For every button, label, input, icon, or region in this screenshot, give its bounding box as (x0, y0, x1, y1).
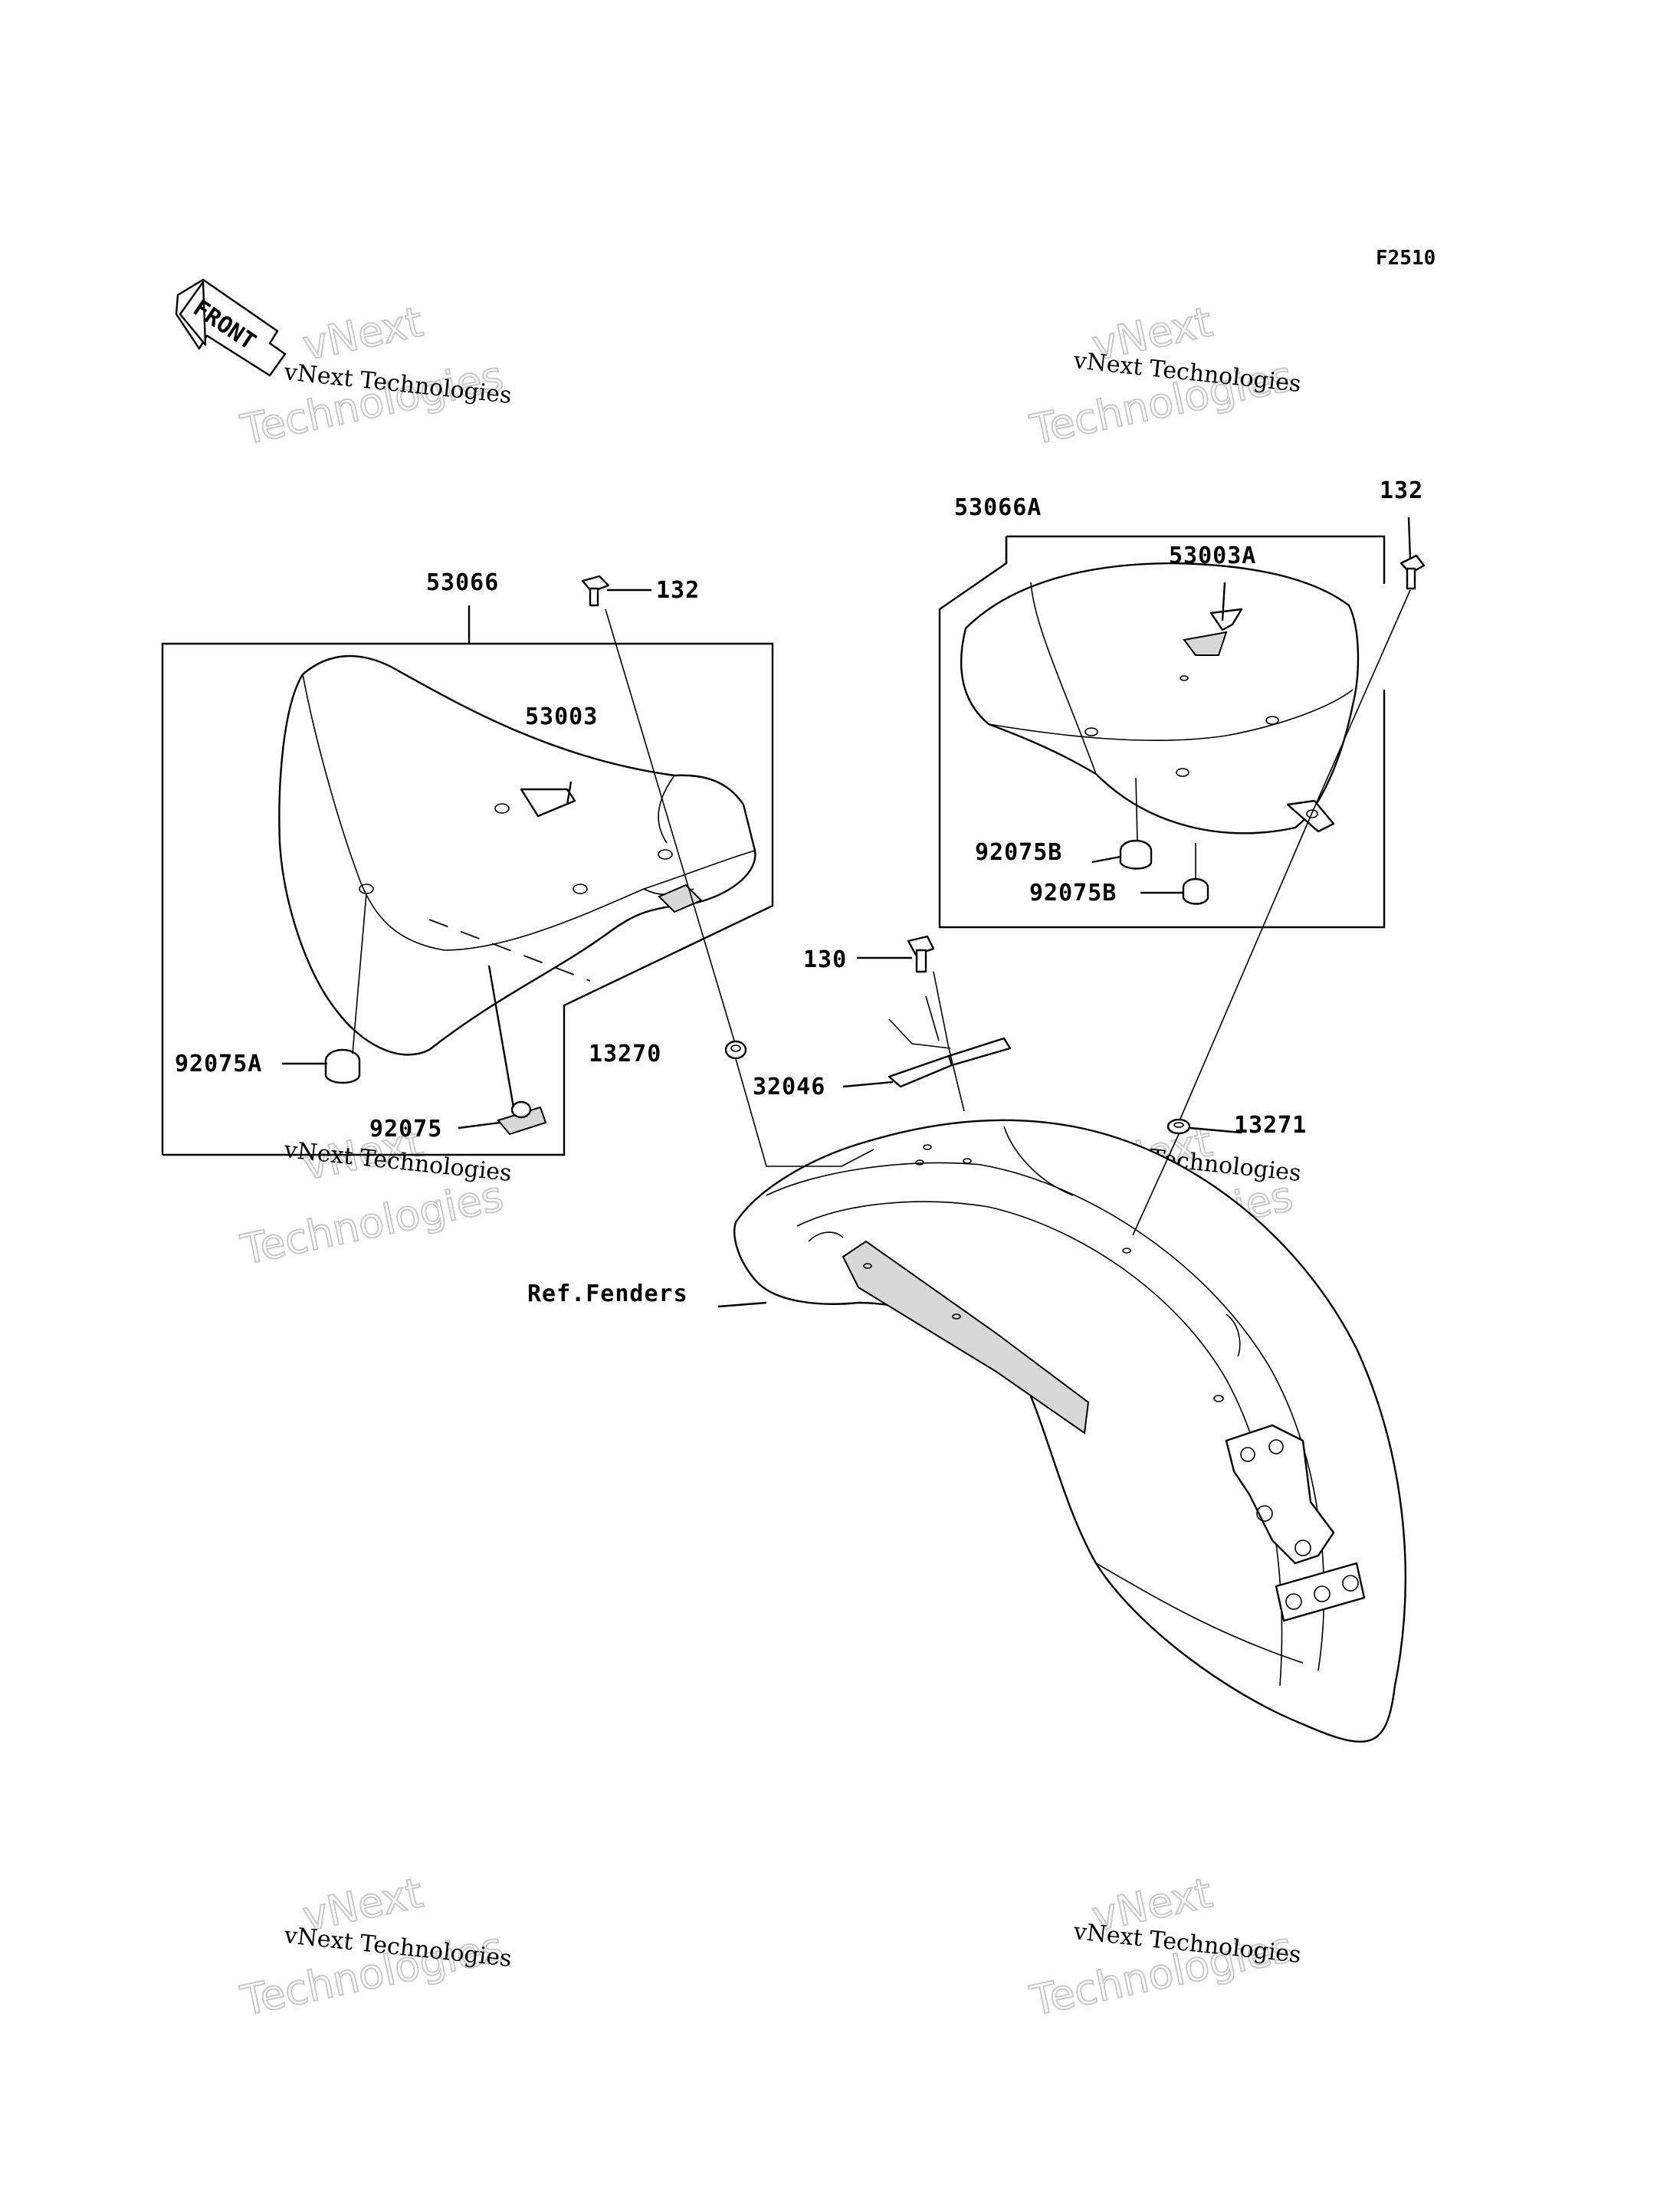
part-label-53066A: 53066A (954, 494, 1042, 521)
watermark-big-top: vNext (299, 297, 427, 369)
damper-92075B-lower-icon (1182, 877, 1209, 905)
part-label-13271: 13271 (1234, 1112, 1307, 1139)
right-seat (960, 562, 1360, 835)
bolt-132-left-icon (581, 575, 610, 607)
watermark-bottom-right: vNext Technologies vNext Technologies (1025, 1867, 1303, 2026)
damper-92075B-upper-icon (1119, 839, 1153, 870)
part-label-32046: 32046 (753, 1074, 825, 1100)
bracket-32046-icon (888, 995, 1012, 1088)
left-seat (278, 654, 756, 1056)
watermark-top-left: vNext Technologies vNext Technologies (236, 297, 514, 455)
part-label-92075B-upper: 92075B (975, 839, 1062, 866)
nut-13271-icon (1166, 1118, 1191, 1135)
figure-code: F2510 (1376, 247, 1436, 270)
watermark-big-bottom: Technologies (237, 1172, 507, 1274)
part-label-92075A: 92075A (175, 1051, 262, 1077)
rear-fender (733, 1119, 1406, 1743)
left-seat-bracket (161, 605, 774, 1156)
part-label-53003A: 53003A (1169, 543, 1256, 569)
part-label-132-right: 132 (1380, 477, 1423, 504)
nut-13270-icon (724, 1040, 747, 1060)
part-label-13270: 13270 (589, 1041, 661, 1067)
bolt-132-right-icon (1399, 554, 1426, 590)
part-label-92075B-lower: 92075B (1029, 880, 1117, 907)
part-label-53003: 53003 (525, 703, 598, 730)
leader-lines (282, 516, 1412, 1308)
watermark-bottom-left: vNext Technologies vNext Technologies (236, 1867, 514, 2026)
watermark-top-right: vNext Technologies vNext Technologies (1025, 297, 1303, 455)
front-arrow-icon: FRONT (175, 278, 287, 377)
damper-92075-icon (497, 1100, 547, 1136)
part-label-ref-fenders: Ref.Fenders (527, 1280, 688, 1307)
part-label-53066: 53066 (426, 569, 499, 596)
part-label-92075: 92075 (369, 1116, 442, 1143)
right-seat-bracket (938, 535, 1386, 929)
damper-92075A-icon (324, 1048, 361, 1084)
part-label-130: 130 (803, 946, 847, 973)
bolt-130-icon (907, 935, 935, 973)
part-label-132-left: 132 (656, 577, 700, 604)
